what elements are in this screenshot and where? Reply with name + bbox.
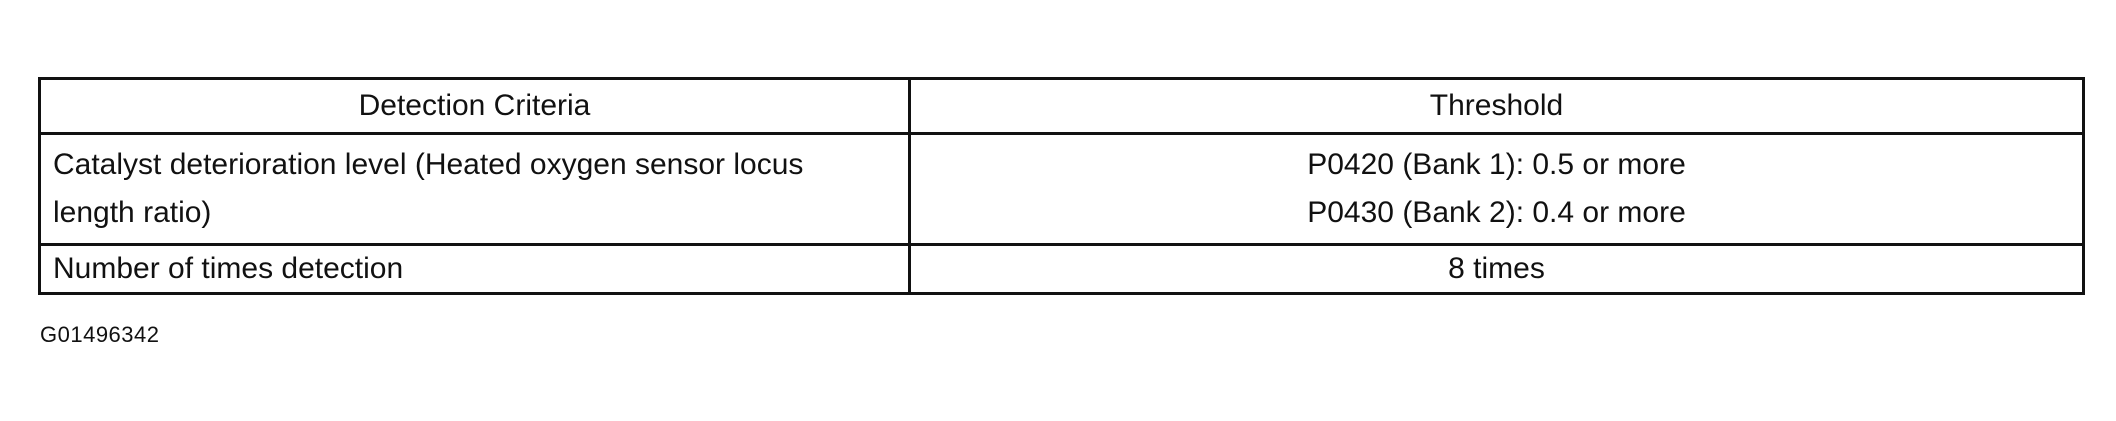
threshold-line-bank2: P0430 (Bank 2): 0.4 or more [1307,196,1686,229]
criteria-cell-times: Number of times detection [38,243,911,295]
criteria-cell-catalyst: Catalyst deterioration level (Heated oxy… [38,132,911,246]
threshold-cell-catalyst: P0420 (Bank 1): 0.5 or more P0430 (Bank … [908,132,2085,246]
table-row: Catalyst deterioration level (Heated oxy… [38,132,2085,246]
criteria-line: length ratio) [53,196,212,229]
threshold-line-bank1: P0420 (Bank 1): 0.5 or more [1307,148,1686,181]
detection-criteria-table: Detection Criteria Threshold Catalyst de… [38,77,2085,295]
criteria-line: Catalyst deterioration level (Heated oxy… [53,148,804,181]
threshold-cell-times: 8 times [908,243,2085,295]
header-threshold: Threshold [908,77,2085,135]
figure-id: G01496342 [40,322,160,347]
table-header-row: Detection Criteria Threshold [38,77,2085,135]
table-row: Number of times detection 8 times [38,243,2085,295]
header-detection-criteria: Detection Criteria [38,77,911,135]
